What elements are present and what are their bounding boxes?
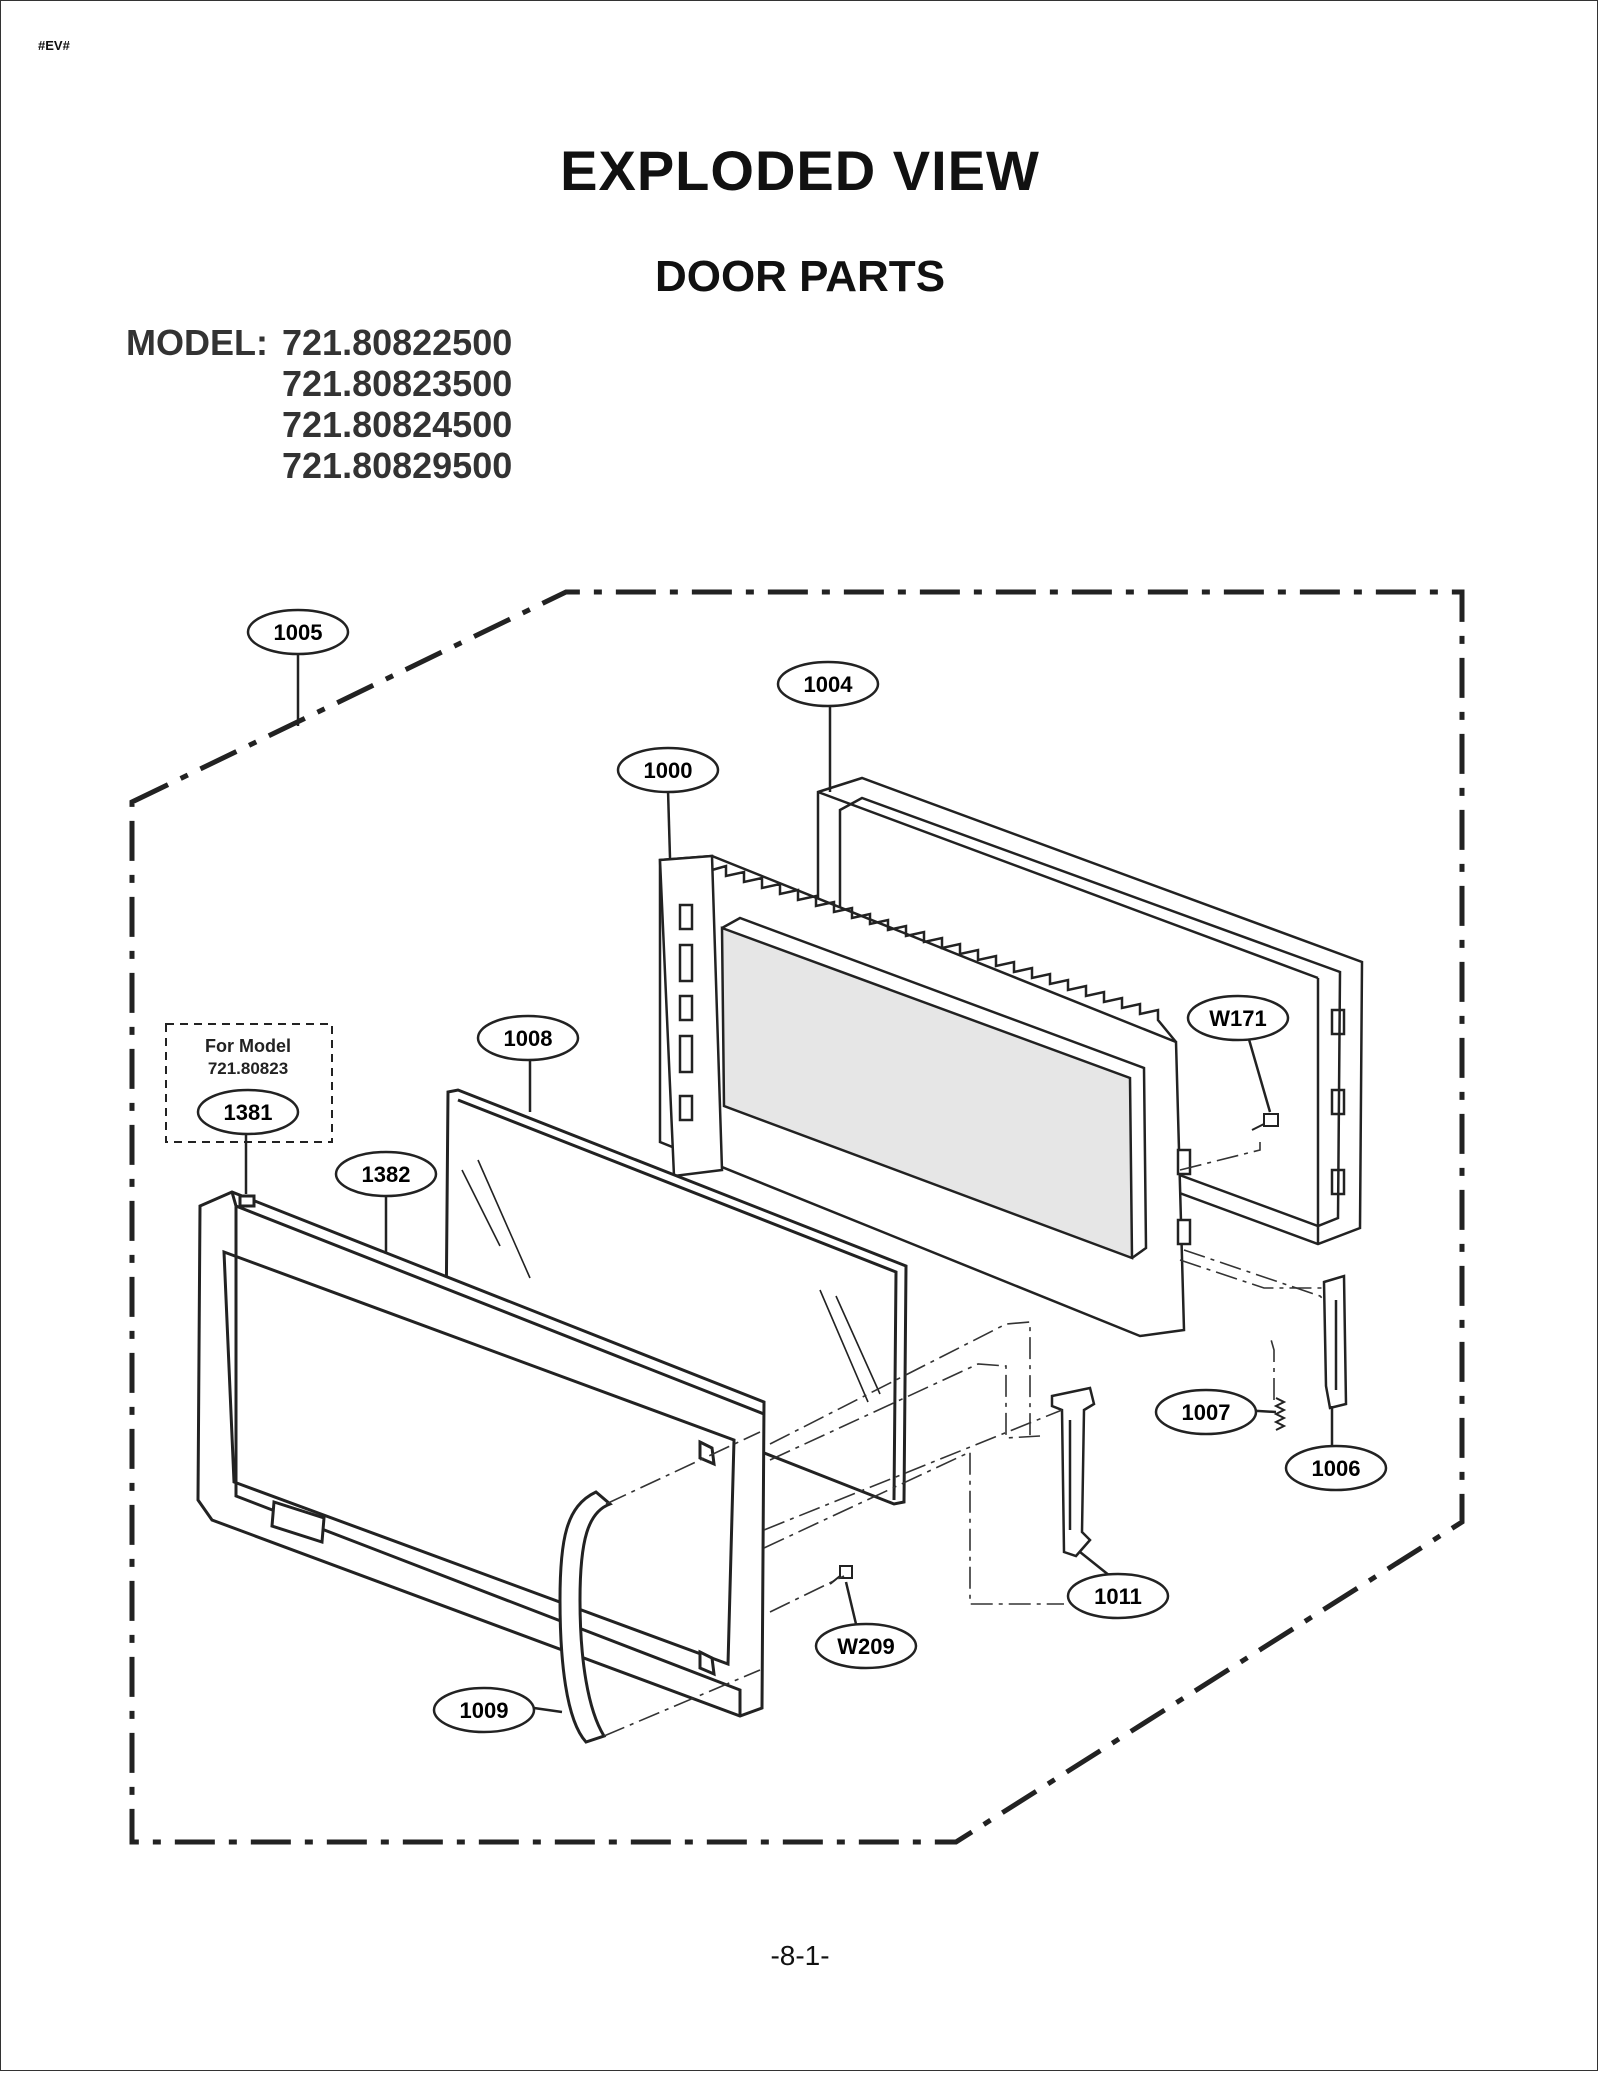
callout-1381: 1381 [196,1088,300,1136]
callout-label: W171 [1209,1006,1266,1031]
callout-1000: 1000 [616,746,720,794]
callout-w209: W209 [814,1622,918,1670]
callout-label: 1006 [1312,1456,1361,1481]
callout-label: 1007 [1182,1400,1231,1425]
document-tag: #EV# [38,38,70,53]
latch-lever-part [1050,1386,1096,1558]
model-label: MODEL: [126,322,268,363]
callout-label: 1382 [362,1162,411,1187]
door-frame-part [658,854,1192,1338]
callout-1008: 1008 [476,1014,580,1062]
model-note-line1: For Model [205,1036,291,1056]
callout-label: 1008 [504,1026,553,1051]
callout-1009: 1009 [432,1686,536,1734]
callout-1382: 1382 [334,1150,438,1198]
callout-label: 1004 [804,672,854,697]
model-number: 721.80823500 [282,363,513,404]
screw-w209-part [829,1565,853,1585]
assembly-boundary [129,589,1465,1845]
model-number: 721.80824500 [282,404,513,445]
door-handle-part [558,1490,613,1744]
model-note-line2: 721.80823 [208,1059,288,1078]
page-title: EXPLODED VIEW [560,139,1040,202]
callout-label: 1009 [460,1698,509,1723]
callout-1005: 1005 [246,608,350,656]
callout-label: 1381 [224,1100,273,1125]
callout-1007: 1007 [1154,1388,1258,1436]
callout-1011: 1011 [1066,1572,1170,1620]
page-subtitle: DOOR PARTS [654,252,946,301]
latch-hook-part [1322,1274,1348,1410]
model-note-box [165,1023,333,1143]
callout-w171: W171 [1186,994,1290,1042]
callout-leaders [244,654,1334,1714]
callout-label: 1000 [644,758,693,783]
door-front-frame-part [196,1190,766,1718]
model-number: 721.80822500 [282,322,513,363]
callout-1004: 1004 [776,660,880,708]
spring-part [1273,1397,1287,1431]
model-number: 721.80829500 [282,445,513,486]
callout-label: W209 [837,1634,894,1659]
page-number: -8-1- [770,1940,830,1971]
callout-1006: 1006 [1284,1444,1388,1492]
callout-label: 1005 [274,620,323,645]
assembly-guide-lines [603,1142,1325,1737]
screw-w171-part [1251,1113,1279,1131]
callout-label: 1011 [1094,1584,1142,1609]
model-number-list: 721.80822500 721.80823500 721.80824500 7… [282,322,512,486]
